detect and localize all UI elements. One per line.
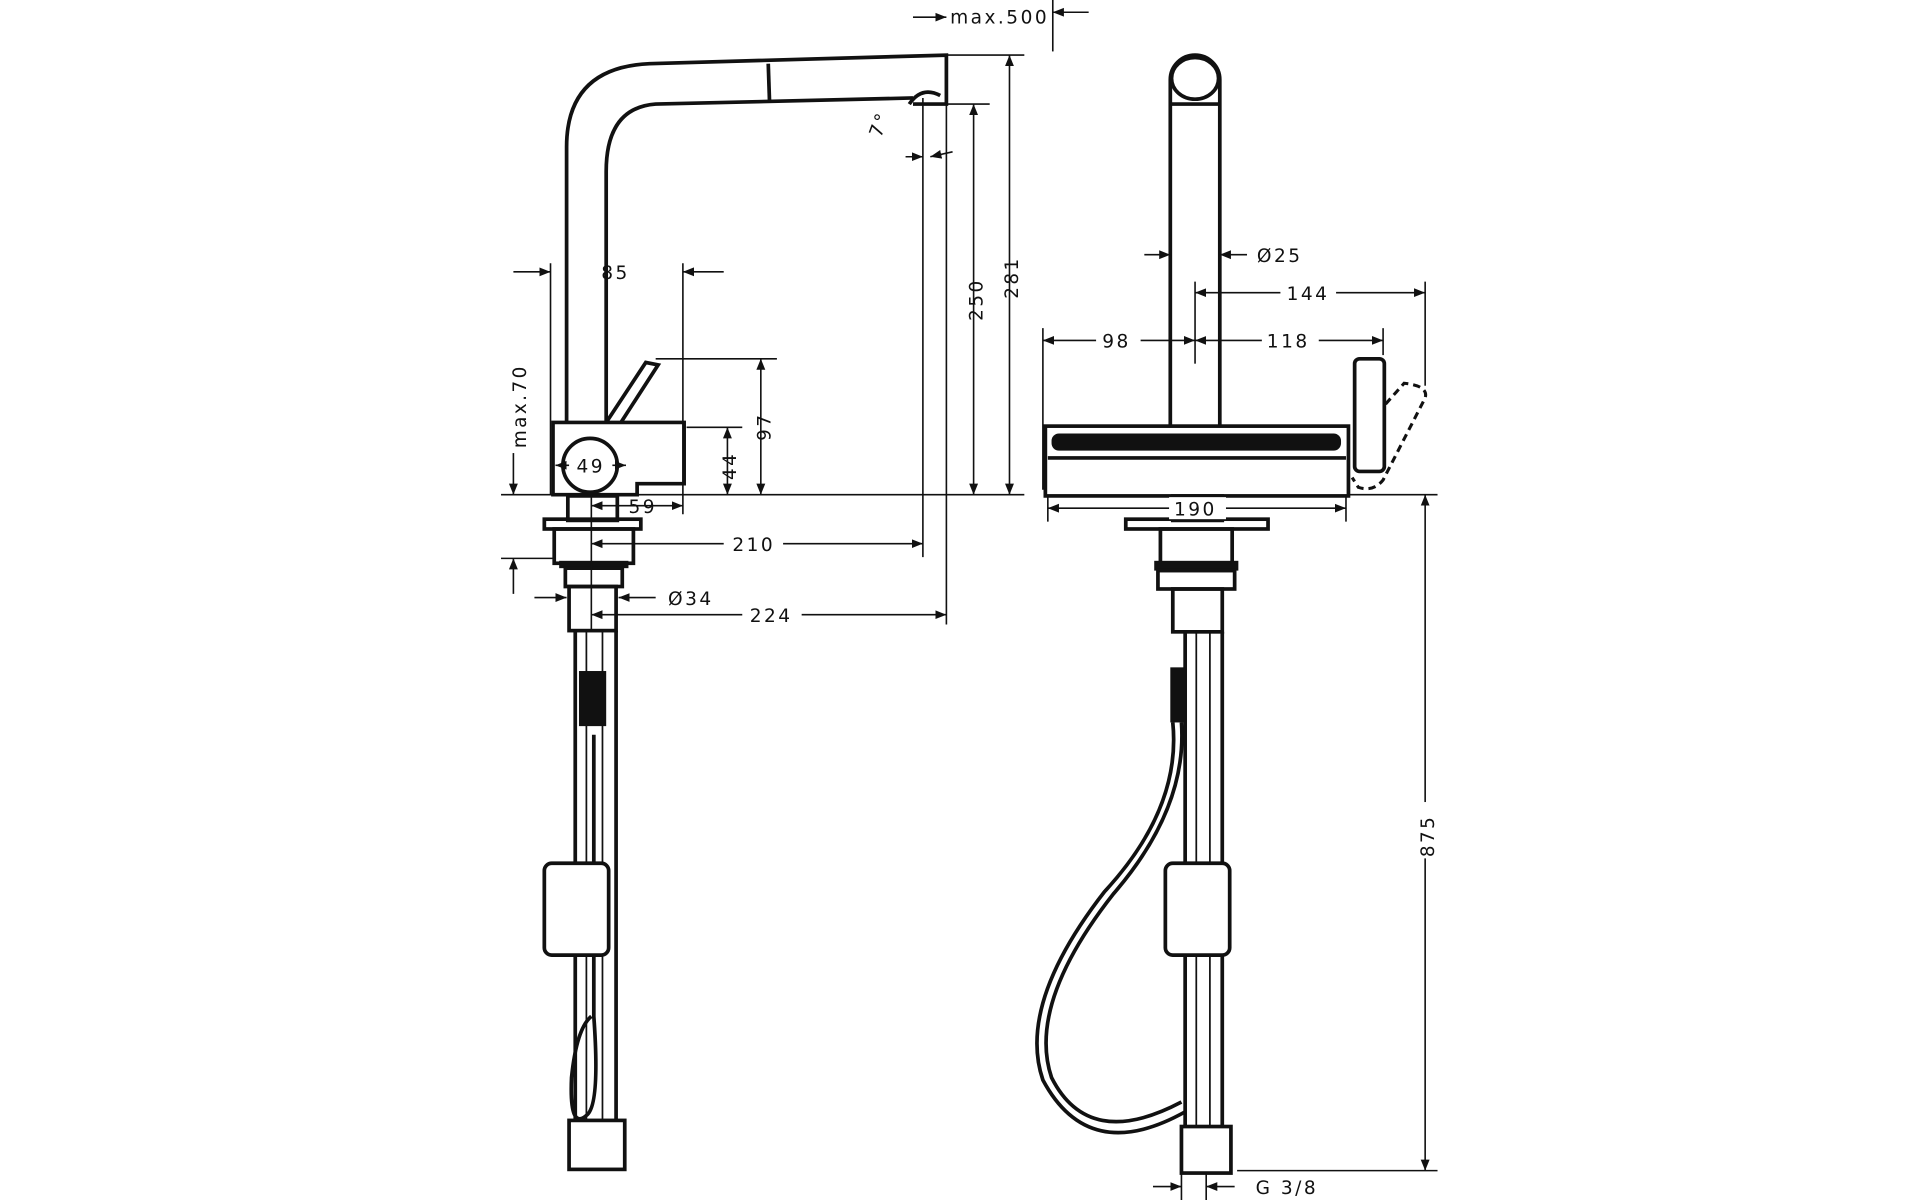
dim-hose-length: 875: [1418, 815, 1439, 857]
connector-nuts: [567, 1118, 627, 1172]
aerator: [907, 90, 942, 106]
dim-outlet-height: 250: [966, 278, 987, 320]
lever: [604, 360, 662, 428]
dim-connection: G 3/8: [1256, 1178, 1318, 1199]
dim-body-diameter: 49: [576, 457, 605, 478]
dim-left-width: 98: [1102, 332, 1131, 353]
dim-body-height: 44: [720, 452, 741, 480]
dim-lever-offset: 85: [601, 263, 630, 284]
hose: [569, 734, 598, 1121]
spout-inner: [604, 96, 914, 423]
dim-spout-reach: 210: [732, 535, 775, 556]
lever-swing-outline: [1350, 381, 1428, 491]
spout-front: [1168, 53, 1222, 427]
front-view: Ø25 144 98 118 190 875 G 3/8: [1035, 53, 1439, 1200]
hose-weight: [578, 671, 607, 727]
dim-lever-height: 97: [755, 413, 776, 441]
dim-max-counter: max.70: [510, 364, 531, 448]
dim-base-width: 190: [1174, 500, 1217, 521]
side-view: max.500 7° 250 281 85 max.70 49 97 44 59…: [501, 0, 1089, 1172]
spout-outer: [564, 53, 949, 423]
body-grip-texture: [1051, 433, 1342, 451]
dim-swivel-angle: 7°: [866, 109, 895, 140]
hose-loop: [1044, 722, 1184, 1124]
dim-lever-swing: 144: [1287, 284, 1330, 305]
dim-body-depth: 59: [628, 497, 657, 518]
dim-right-width: 118: [1267, 332, 1310, 353]
lever-front: [1352, 356, 1387, 474]
dim-max-reach: max.500: [950, 7, 1049, 28]
dim-spout-diameter: Ø25: [1257, 246, 1303, 267]
dim-shank-diameter: Ø34: [668, 589, 714, 610]
dim-total-height: 281: [1002, 256, 1023, 298]
connector-box: [542, 861, 611, 957]
connector-box-front: [1163, 861, 1232, 957]
dim-total-reach: 224: [750, 606, 793, 627]
